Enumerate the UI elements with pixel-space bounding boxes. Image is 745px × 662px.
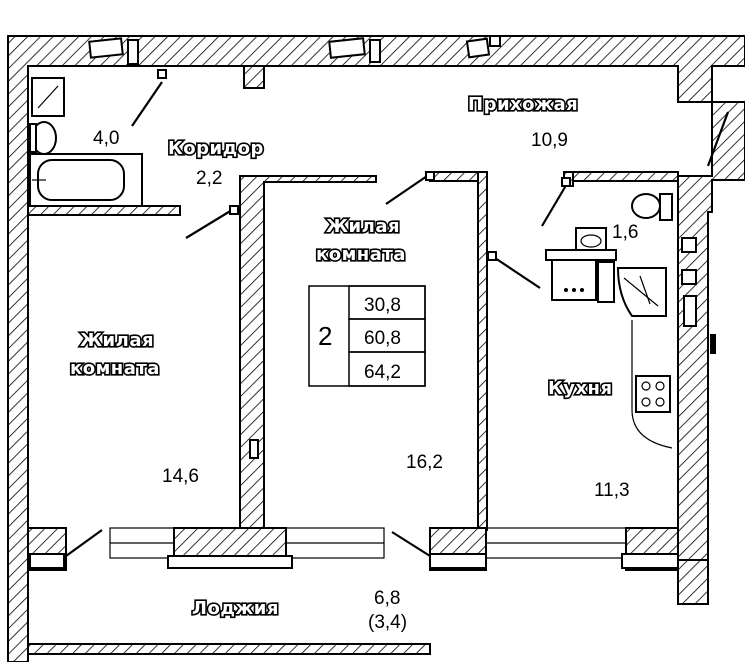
area-summary-table: 2 30,8 60,8 64,2 bbox=[308, 285, 426, 387]
loggia-area: 6,8 bbox=[374, 588, 400, 609]
walls bbox=[7, 35, 745, 662]
wall-living2-right bbox=[477, 171, 488, 531]
wall-top bbox=[7, 35, 745, 662]
wall-hall-stub bbox=[243, 65, 265, 89]
wc-area: 1,6 bbox=[612, 222, 638, 243]
living1-name-line2: комната bbox=[70, 358, 160, 379]
bathroom-area: 4,0 bbox=[93, 128, 119, 149]
wall-loggia-right2 bbox=[677, 559, 709, 605]
kitchen-fixtures bbox=[249, 237, 716, 459]
kitchen-counter bbox=[631, 320, 673, 449]
hall-name: Прихожая bbox=[468, 94, 578, 115]
living-area-value: 30,8 bbox=[364, 295, 401, 316]
loggia-area-reduced: (3,4) bbox=[368, 612, 407, 633]
loggia-name: Лоджия bbox=[192, 598, 279, 619]
wall-wc-top bbox=[563, 171, 679, 182]
doors bbox=[65, 69, 730, 557]
wall-loggia-mid1 bbox=[173, 527, 287, 559]
kitchen-sink-icon bbox=[551, 259, 597, 301]
kitchen-area: 11,3 bbox=[594, 480, 630, 501]
living1-name-line1: Жилая bbox=[80, 330, 154, 351]
shower-corner-icon bbox=[616, 267, 667, 317]
bathroom-fixtures bbox=[29, 77, 143, 207]
wall-bathroom-bottom bbox=[27, 205, 181, 216]
corridor-area: 2,2 bbox=[196, 168, 222, 189]
wall-right bbox=[677, 101, 745, 605]
hall-area: 10,9 bbox=[531, 130, 568, 151]
living2-area: 16,2 bbox=[406, 452, 443, 473]
total-with-loggia-value: 64,2 bbox=[364, 362, 401, 383]
rooms-count: 2 bbox=[318, 321, 332, 351]
corridor-name: Коридор bbox=[168, 138, 264, 159]
kitchen-name: Кухня bbox=[548, 378, 613, 399]
wc-fixtures bbox=[575, 193, 673, 251]
stove-icon bbox=[635, 375, 671, 413]
living1-area: 14,6 bbox=[162, 466, 199, 487]
loggia-openings bbox=[29, 527, 679, 569]
living2-name-line1: Жилая bbox=[326, 216, 400, 237]
toilet-icon bbox=[631, 193, 661, 219]
living2-name-line2: комната bbox=[316, 244, 406, 265]
wall-loggia-bottom bbox=[27, 643, 431, 655]
top-windows bbox=[88, 35, 501, 65]
total-area-value: 60,8 bbox=[364, 328, 401, 349]
